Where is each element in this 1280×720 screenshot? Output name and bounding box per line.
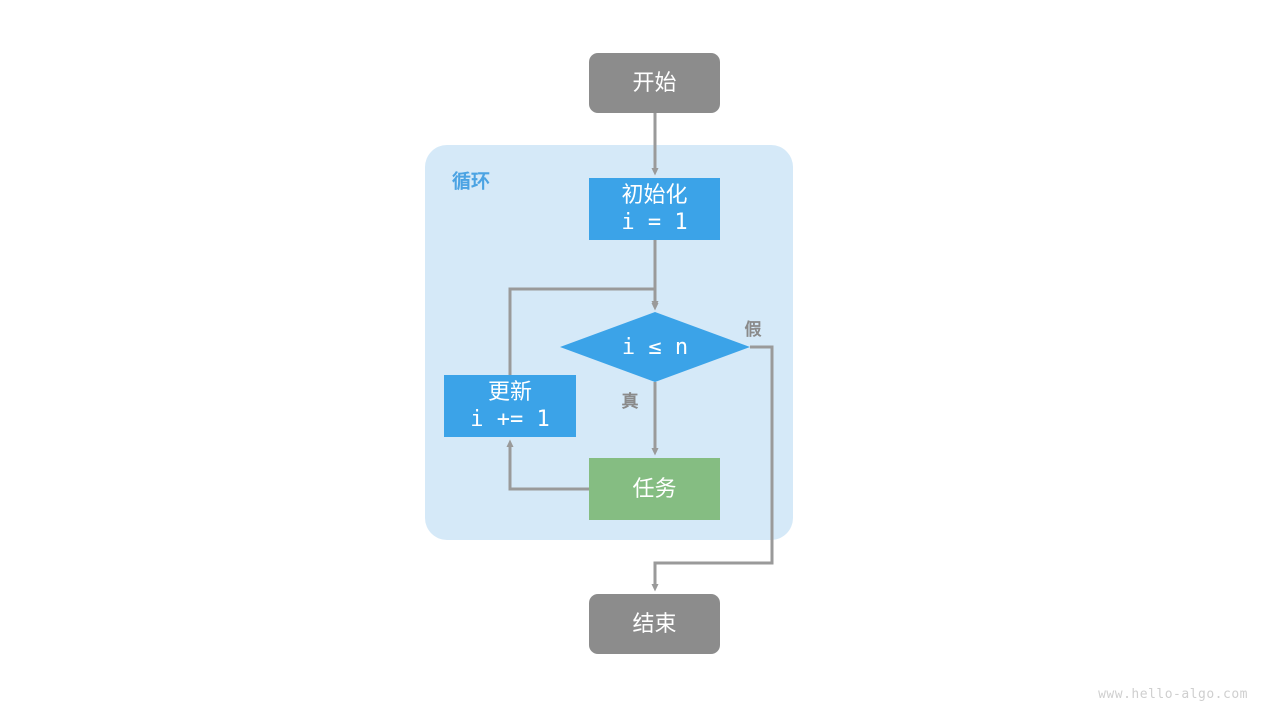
edge-label-false: 假 [745,319,762,340]
node-task-label: 任务 [632,477,676,502]
node-update[interactable]: 更新 i += 1 [444,375,576,437]
edge-update-to-condition [508,287,659,375]
node-condition[interactable]: i ≤ n [560,312,750,382]
edge-label-true: 真 [622,391,639,412]
node-init-label-line1: 初始化 [621,183,687,208]
node-task[interactable]: 任务 [589,458,720,520]
node-update-label-line2: i += 1 [470,407,549,432]
edge-task-to-update [506,439,589,491]
node-start-label: 开始 [632,71,676,96]
watermark-text: www.hello-algo.com [1098,687,1248,702]
node-init-label-line2: i = 1 [621,210,687,235]
node-start[interactable]: 开始 [589,53,720,113]
node-update-label-line1: 更新 [488,380,532,405]
edge-condition-false-to-end [651,345,774,592]
node-end[interactable]: 结束 [589,594,720,654]
node-init[interactable]: 初始化 i = 1 [589,178,720,240]
node-end-label: 结束 [632,612,676,637]
loop-group-label: 循环 [452,170,490,193]
node-condition-label: i ≤ n [622,335,688,360]
